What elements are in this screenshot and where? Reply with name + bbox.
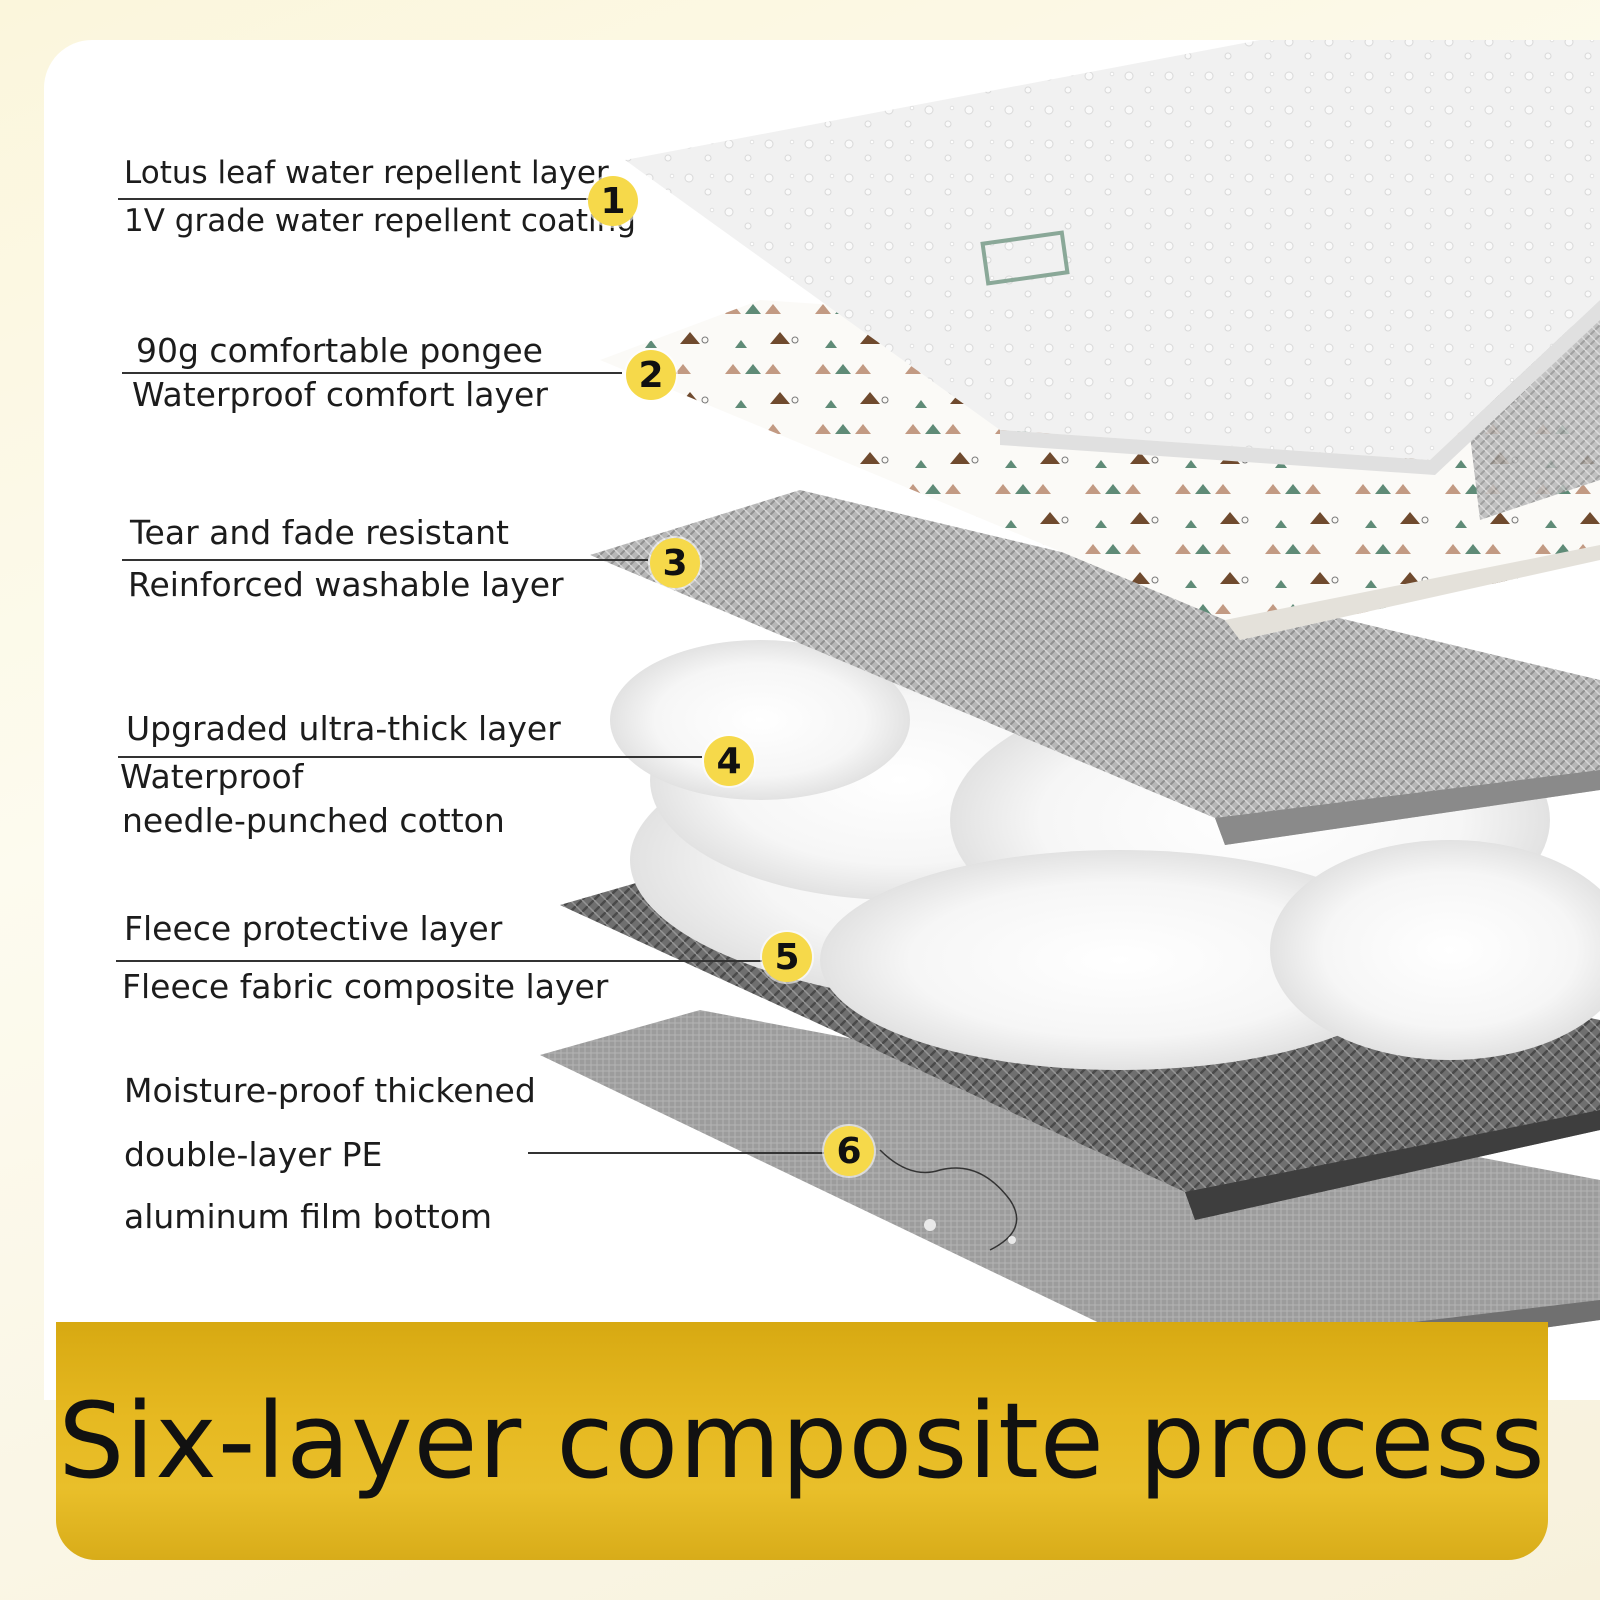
layer-6-line-3: aluminum film bottom: [124, 1197, 493, 1236]
layer-4-line-3: needle-punched cotton: [122, 801, 505, 840]
layer-5-line-1: Fleece protective layer: [124, 909, 503, 948]
layer-4-line-2: Waterproof: [120, 757, 304, 796]
layer-5-badge: 5: [762, 932, 812, 982]
layer-6-badge: 6: [824, 1126, 874, 1176]
title-banner: Six-layer composite process: [56, 1322, 1548, 1560]
layer-6-line-1: Moisture-proof thickened: [124, 1071, 536, 1110]
layer-2-badge: 2: [626, 350, 676, 400]
layer-5-line-2: Fleece fabric composite layer: [122, 967, 609, 1006]
layer-4-leader-line: [118, 756, 702, 758]
layer-1-badge: 1: [588, 176, 638, 226]
layer-2-line-2: Waterproof comfort layer: [132, 375, 548, 414]
banner-title: Six-layer composite process: [58, 1380, 1546, 1502]
layer-6-line-2: double-layer PE: [124, 1135, 383, 1174]
layer-3-leader-line: [122, 559, 648, 561]
layer-5-leader-line: [116, 960, 762, 962]
layer-1-line-1: Lotus leaf water repellent layer: [124, 155, 609, 191]
layer-2-leader-line: [122, 372, 622, 374]
layer-1-line-2: 1V grade water repellent coating: [124, 203, 636, 239]
layer-2-line-1: 90g comfortable pongee: [136, 331, 543, 370]
layer-1-leader-line: [118, 198, 590, 200]
layer-3-line-1: Tear and fade resistant: [130, 513, 510, 552]
layer-4-badge: 4: [704, 736, 754, 786]
layer-6-leader-line: [528, 1152, 824, 1154]
layer-4-line-1: Upgraded ultra-thick layer: [126, 709, 561, 748]
layer-3-badge: 3: [650, 538, 700, 588]
layer-3-line-2: Reinforced washable layer: [128, 565, 564, 604]
